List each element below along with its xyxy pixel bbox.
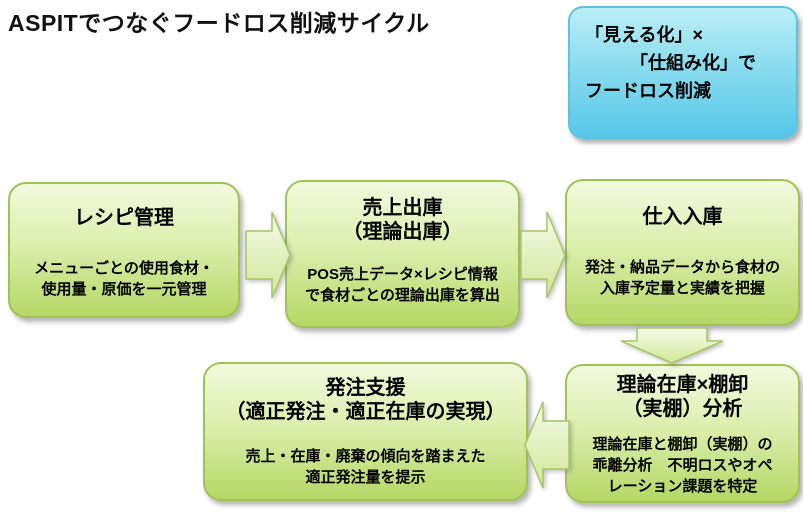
box-inventory-analysis: 理論在庫×棚卸 （実棚）分析 理論在庫と棚卸（実棚）の 乖離分析 不明ロスやオペ…: [565, 364, 800, 503]
arrow-left-icon: [524, 401, 570, 489]
box-body: 理論在庫と棚卸（実棚）の 乖離分析 不明ロスやオペ レーション課題を特定: [592, 436, 773, 495]
box-title: 理論在庫×棚卸 （実棚）分析: [616, 374, 749, 420]
box-title: 仕入入庫: [642, 206, 723, 228]
page-title: ASPITでつなぐフードロス削減サイクル: [8, 10, 430, 36]
box-purchase-receiving: 仕入入庫 発注・納品データから食材の 入庫予定量と実績を把握: [565, 179, 800, 326]
box-recipe-management: レシピ管理 メニューごとの使用食材・ 使用量・原価を一元管理: [8, 182, 240, 318]
arrow-right-icon: [520, 211, 566, 299]
arrow-down-icon: [620, 327, 724, 364]
box-body: 売上・在庫・廃棄の傾向を踏まえた 適正発注量を提示: [245, 448, 486, 486]
box-body: POS売上データ×レシピ情報 で食材ごとの理論出庫を算出: [305, 266, 500, 304]
arrow-right-icon: [245, 211, 291, 299]
callout-text: 「見える化」× 「仕組み化」で フードロス削減: [585, 25, 756, 101]
box-body: メニューごとの使用食材・ 使用量・原価を一元管理: [34, 260, 214, 298]
callout-box: 「見える化」× 「仕組み化」で フードロス削減: [568, 6, 798, 139]
box-order-support: 発注支援 （適正発注・適正在庫の実現） 売上・在庫・廃棄の傾向を踏まえた 適正発…: [203, 362, 528, 501]
box-title: レシピ管理: [74, 207, 174, 229]
box-sales-shipment: 売上出庫 （理論出庫） POS売上データ×レシピ情報 で食材ごとの理論出庫を算出: [285, 180, 520, 328]
box-body: 発注・納品データから食材の 入庫予定量と実績を把握: [584, 259, 780, 297]
box-title: 発注支援 （適正発注・適正在庫の実現）: [225, 377, 506, 423]
box-title: 売上出庫 （理論出庫）: [342, 197, 463, 243]
